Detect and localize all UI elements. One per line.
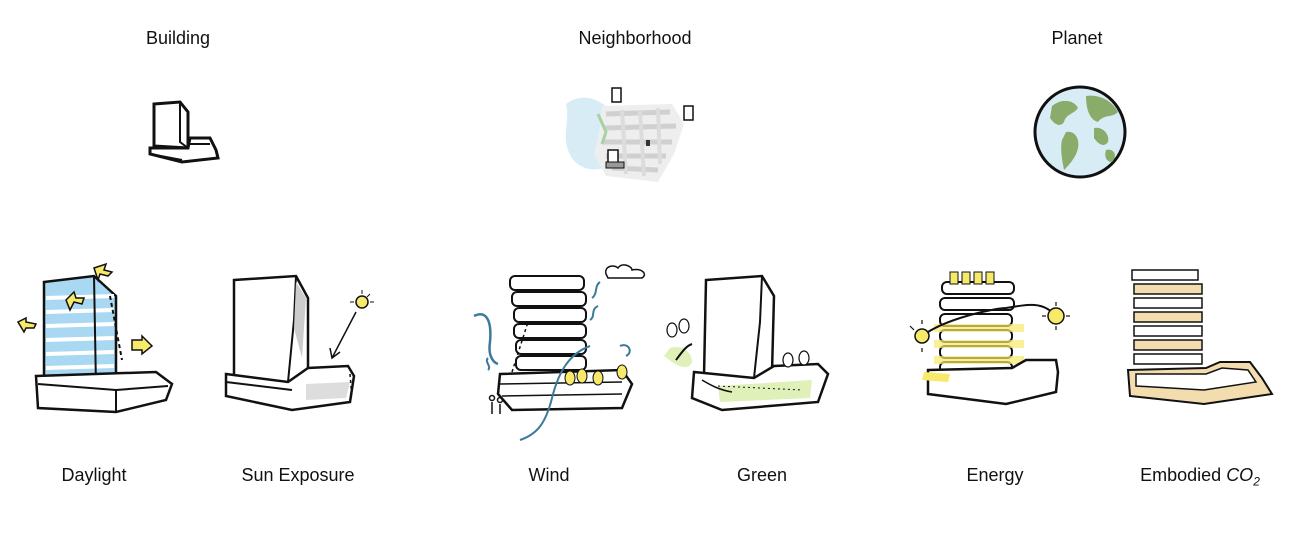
item-label-daylight: Daylight [0, 465, 204, 486]
category-title-planet: Planet [957, 28, 1197, 49]
embodied-label-prefix: Embodied [1140, 465, 1226, 485]
item-label-wind: Wind [439, 465, 659, 486]
category-title-building: Building [58, 28, 298, 49]
sun-exposure-icon [222, 268, 382, 418]
category-title-neighborhood: Neighborhood [515, 28, 755, 49]
item-label-energy: Energy [885, 465, 1105, 486]
energy-icon [906, 268, 1086, 418]
daylight-icon [14, 260, 194, 420]
neighborhood-map-icon [562, 84, 702, 184]
co2-formula: CO [1226, 465, 1253, 485]
wind-icon [472, 262, 662, 444]
globe-icon [1032, 84, 1128, 180]
building-icon [140, 98, 230, 170]
item-label-embodied-co2: Embodied CO2 [1090, 465, 1293, 489]
co2-subscript: 2 [1253, 475, 1260, 489]
embodied-co2-icon [1122, 262, 1282, 412]
green-icon [662, 268, 842, 418]
item-label-green: Green [652, 465, 872, 486]
item-label-sun-exposure: Sun Exposure [188, 465, 408, 486]
